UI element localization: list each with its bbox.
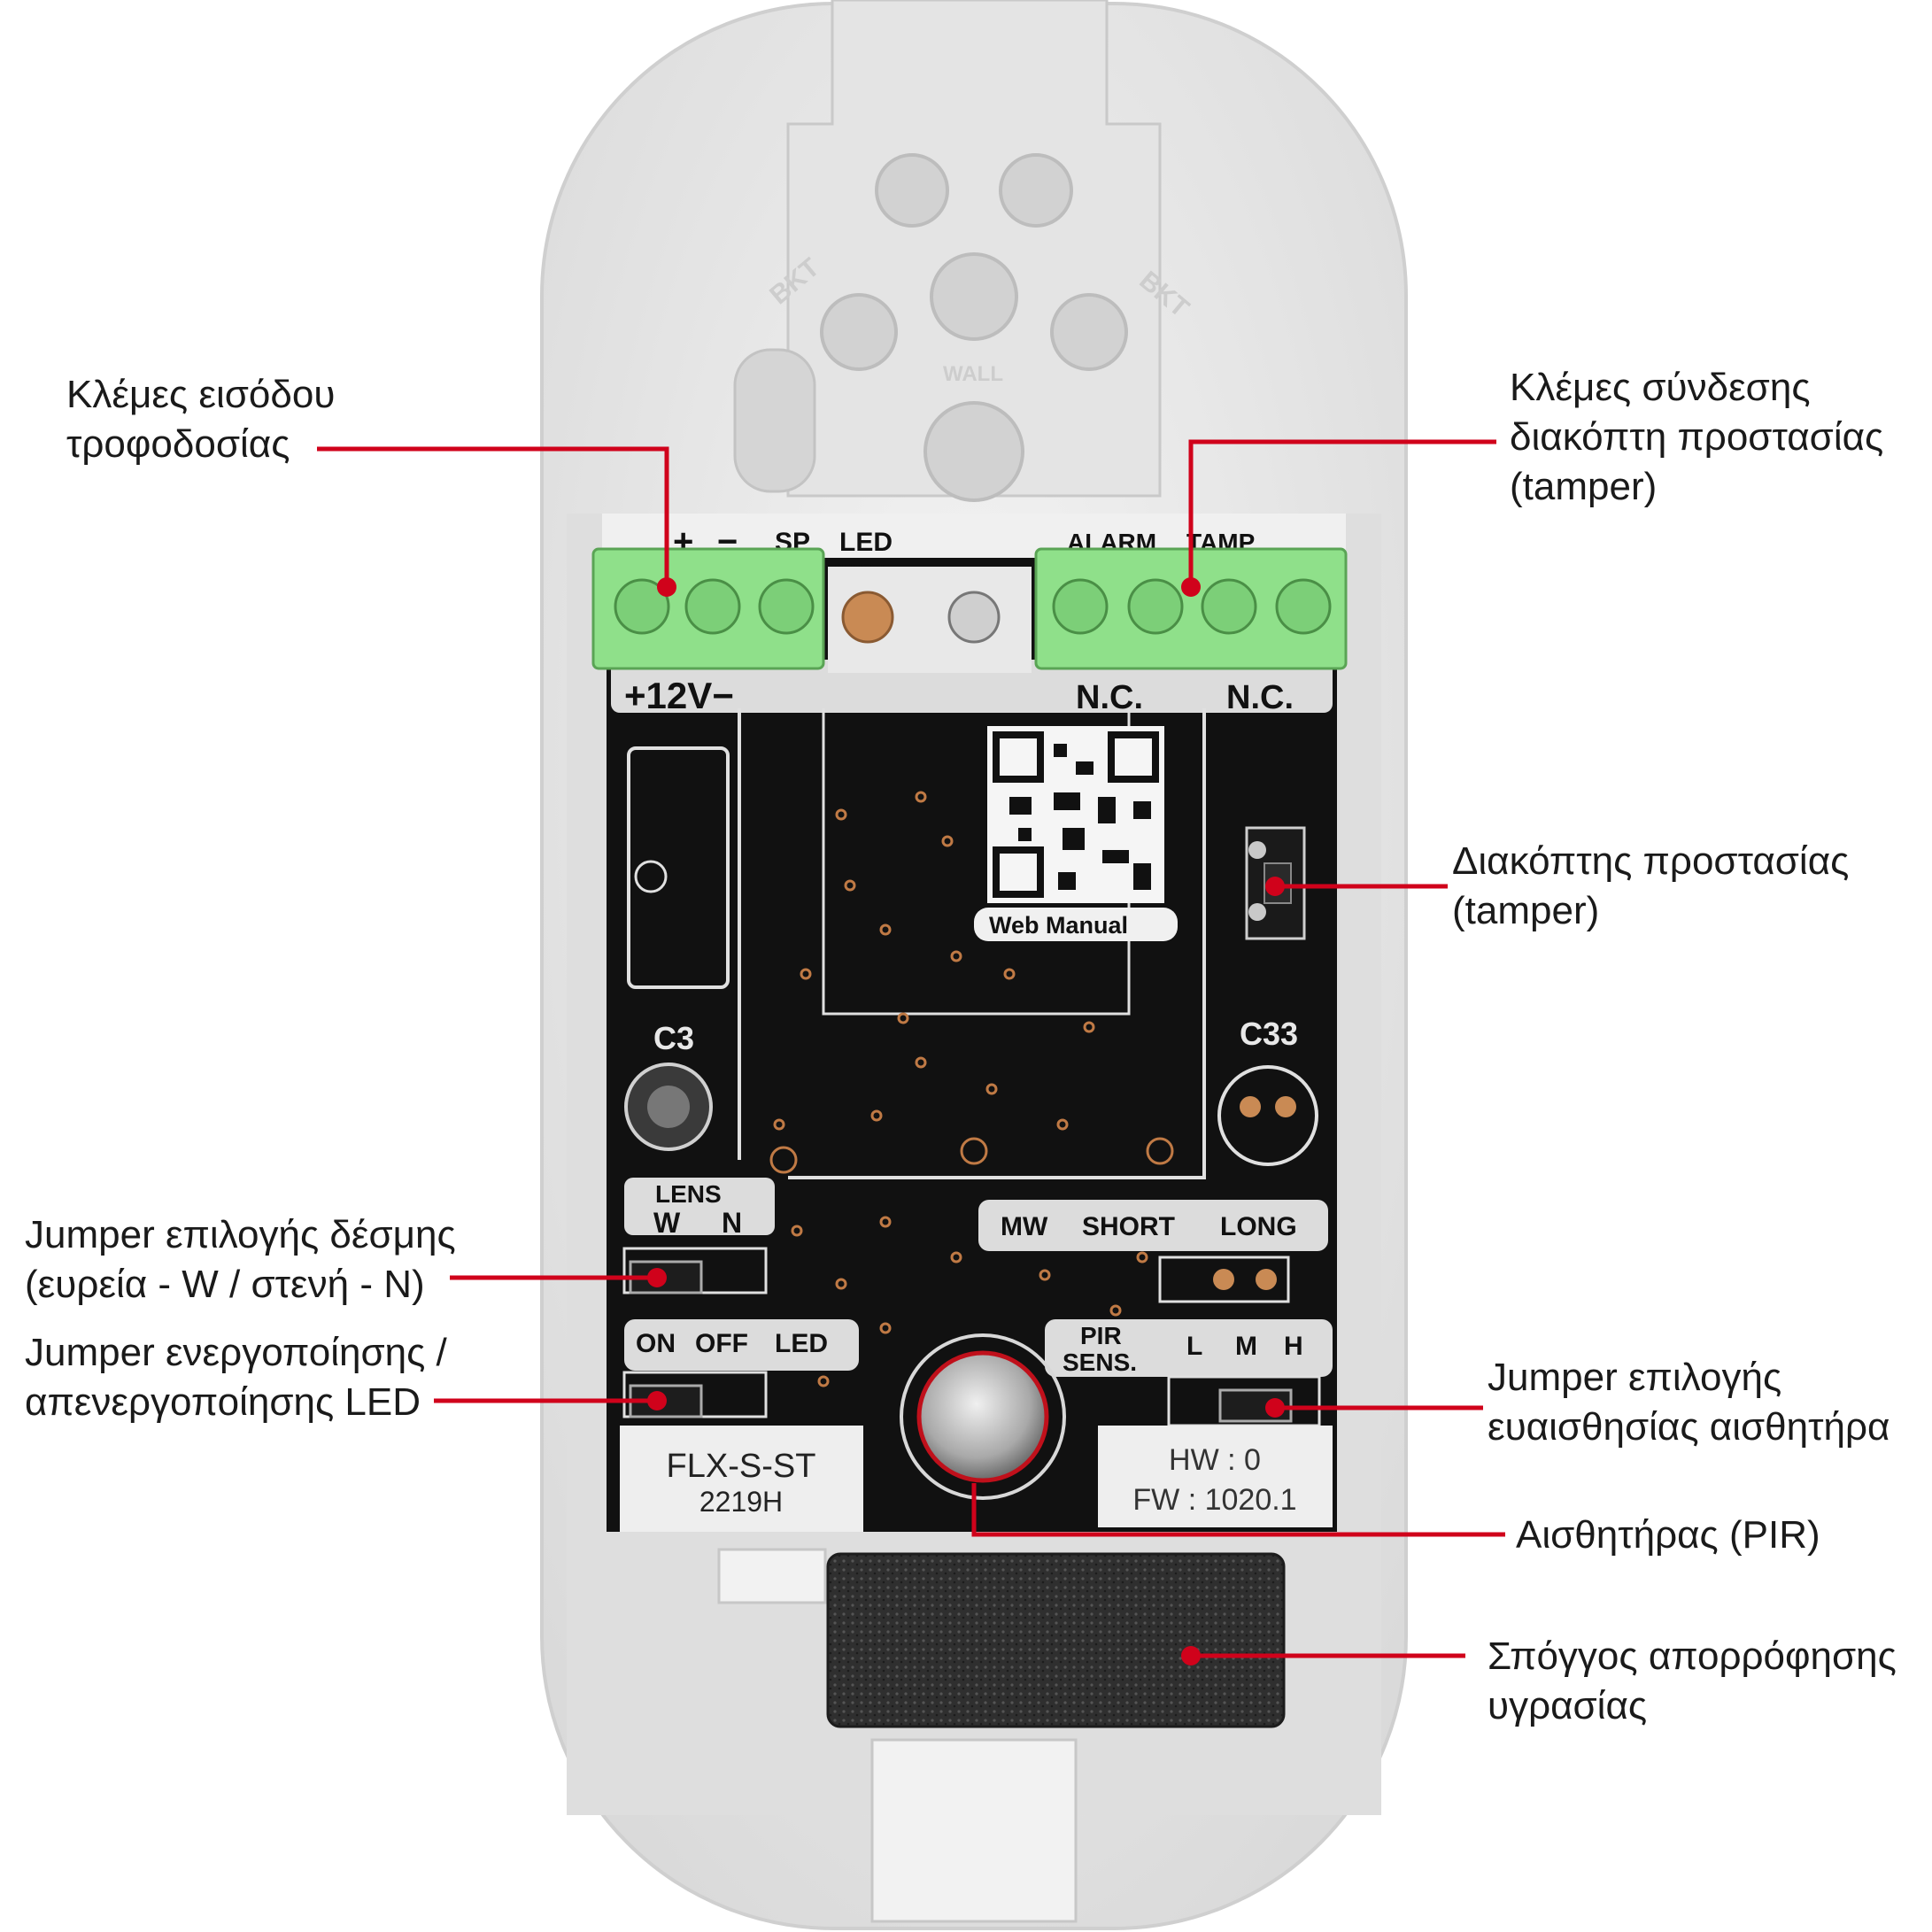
nc-label: N.C. <box>1226 679 1294 716</box>
callout-line-2: (ευρεία - W / στενή - N) <box>25 1263 425 1306</box>
lens-label: LENS <box>655 1180 722 1208</box>
screw-icon <box>1201 578 1257 635</box>
sens-l-label: L <box>1186 1332 1202 1361</box>
callout-line-1: Jumper επιλογής <box>1488 1356 1782 1399</box>
callout-line-2: (tamper) <box>1452 889 1600 932</box>
callout-line-1: Διακόπτης προστασίας <box>1452 839 1850 883</box>
hw-label: HW : 0 <box>1169 1443 1261 1477</box>
callout-power-terminals: Κλέμες εισόδου τροφοδοσίας <box>66 370 335 469</box>
bracket-mark: WALL <box>943 362 1003 386</box>
nc-label: N.C. <box>1076 679 1143 716</box>
c33-outline <box>1217 1065 1318 1166</box>
led-off-label: OFF <box>695 1329 748 1358</box>
callout-line-1: Jumper επιλογής δέσμης <box>25 1213 456 1256</box>
mw-label: MW <box>1001 1212 1048 1241</box>
mount-hole-icon <box>875 153 949 228</box>
lens-option-w: W <box>653 1207 681 1239</box>
callout-line-1: Κλέμες εισόδου <box>66 373 336 416</box>
mount-hole-icon <box>820 293 898 371</box>
mount-hole-icon <box>1050 293 1128 371</box>
callout-tamper-terminals: Κλέμες σύνδεσης διακόπτη προστασίας (tam… <box>1510 363 1883 512</box>
pcb: +12V− N.C. N.C. + − SP LED REMOTE ALARM … <box>591 514 1348 1532</box>
callout-pir-sens-jumper: Jumper επιλογής ευαισθησίας αισθητήρα <box>1488 1353 1889 1452</box>
callout-line-2: υγρασίας <box>1488 1684 1648 1727</box>
callout-line-2: απενεργοποίησης LED <box>25 1380 421 1424</box>
power-label: +12V− <box>624 675 734 716</box>
callout-line-1: Κλέμες σύνδεσης <box>1510 366 1811 409</box>
led-label: LED <box>839 528 893 557</box>
callout-line-1: Σπόγγος απορρόφησης <box>1488 1634 1897 1678</box>
sens-label: SENS. <box>1063 1349 1137 1376</box>
fw-label: FW : 1020.1 <box>1132 1483 1296 1517</box>
screw-icon <box>614 578 670 635</box>
led-led-label: LED <box>775 1329 828 1358</box>
mount-hole-icon <box>999 153 1073 228</box>
power-terminal-block <box>591 547 825 670</box>
mw-short-label: SHORT <box>1082 1212 1175 1241</box>
mount-hole-icon <box>923 401 1024 502</box>
qr-code <box>987 726 1164 903</box>
callout-line-1: Αισθητήρας (PIR) <box>1516 1513 1820 1557</box>
callout-dots <box>647 577 1285 1665</box>
callout-lens-jumper: Jumper επιλογής δέσμης (ευρεία - W / στε… <box>25 1210 456 1310</box>
sens-m-label: M <box>1235 1332 1257 1361</box>
pir-label: PIR <box>1080 1322 1122 1349</box>
callout-line-1: Jumper ενεργοποίησης / <box>25 1331 447 1374</box>
lens-option-n: N <box>722 1207 742 1239</box>
mount-hole-icon <box>930 252 1018 341</box>
tamper-terminal-block <box>1034 547 1348 670</box>
screw-icon <box>758 578 815 635</box>
led-icon <box>947 591 1001 644</box>
screw-icon <box>684 578 741 635</box>
c33-label: C33 <box>1240 1016 1298 1052</box>
bottom-housing <box>717 1548 1078 1923</box>
vias <box>769 791 1174 1387</box>
screw-icon <box>1127 578 1184 635</box>
callout-line-2: διακόπτη προστασίας <box>1510 415 1884 459</box>
c3-label: C3 <box>653 1020 694 1056</box>
callout-tamper-switch: Διακόπτης προστασίας (tamper) <box>1452 837 1849 936</box>
screw-icon <box>1275 578 1332 635</box>
callout-lines <box>317 439 1505 1658</box>
callout-line-2: τροφοδοσίας <box>66 422 290 466</box>
sens-h-label: H <box>1284 1332 1303 1361</box>
remote-led-icon <box>841 591 894 644</box>
model-label: FLX-S-ST <box>667 1448 816 1485</box>
sponge <box>826 1552 1286 1728</box>
pir-sensor-outline <box>900 1333 1066 1500</box>
callout-led-jumper: Jumper ενεργοποίησης / απενεργοποίησης L… <box>25 1328 447 1427</box>
callout-line-3: (tamper) <box>1510 465 1658 508</box>
pir-sensor-icon <box>916 1350 1049 1483</box>
led-on-label: ON <box>636 1329 676 1358</box>
screw-icon <box>1052 578 1109 635</box>
web-manual-label: Web Manual <box>989 912 1128 939</box>
callout-line-2: ευαισθησίας αισθητήρα <box>1488 1405 1890 1449</box>
batch-label: 2219H <box>699 1486 783 1518</box>
callout-pir-sensor: Αισθητήρας (PIR) <box>1516 1511 1820 1560</box>
mw-long-label: LONG <box>1220 1212 1297 1241</box>
callout-sponge: Σπόγγος απορρόφησης υγρασίας <box>1488 1632 1897 1731</box>
